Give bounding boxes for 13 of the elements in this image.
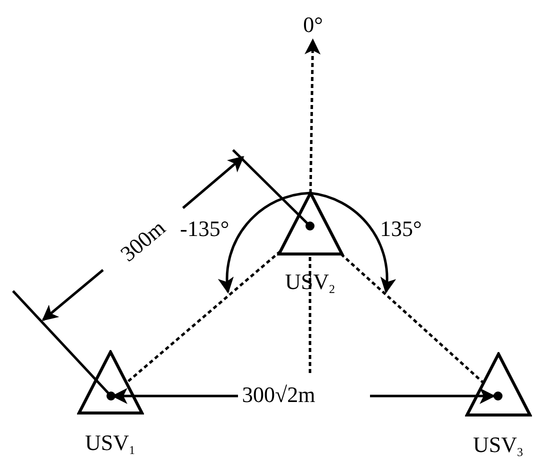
arrow bbox=[304, 38, 321, 194]
angle-label: -135° bbox=[180, 218, 230, 240]
connector-line bbox=[340, 253, 484, 384]
vessel-triangle bbox=[277, 191, 344, 256]
vessel-triangle bbox=[465, 352, 532, 417]
dimension-label: 300√2m bbox=[242, 384, 316, 406]
vessel-triangle bbox=[77, 350, 144, 415]
connector-line bbox=[126, 250, 282, 384]
vessel-label: USV$_{2}$ bbox=[284, 271, 336, 295]
vessel-label: USV$_{3}$ bbox=[472, 434, 524, 458]
direction-label: 0° bbox=[298, 14, 328, 40]
angle-label: 135° bbox=[380, 218, 422, 240]
vessel-label: USV$_{1}$ bbox=[84, 432, 136, 456]
